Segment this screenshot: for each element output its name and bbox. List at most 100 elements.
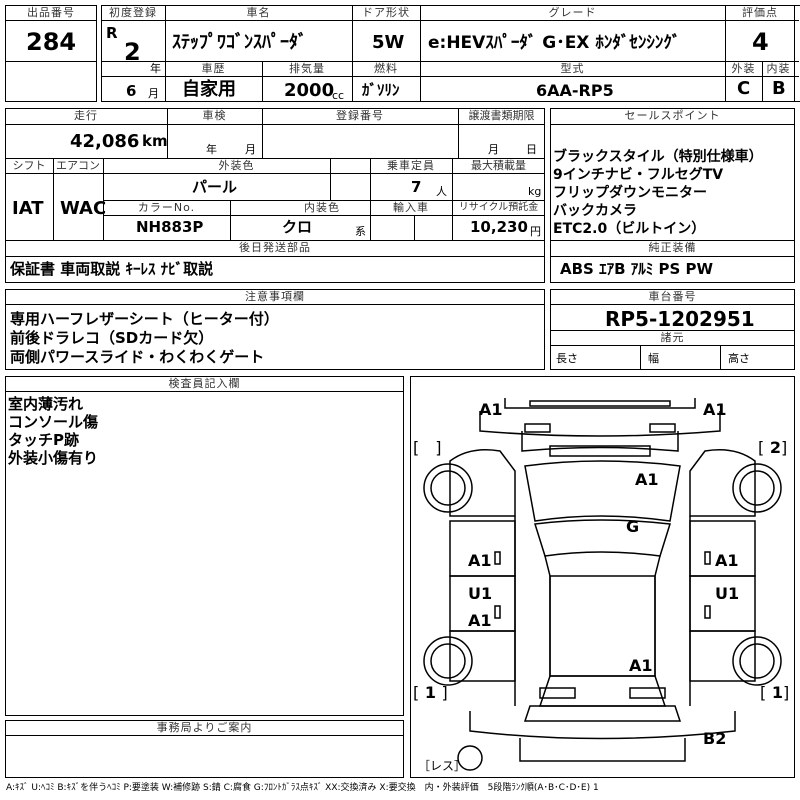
door-label: ドア形状 — [362, 6, 410, 19]
later-parts-label: 後日発送部品 — [239, 241, 311, 254]
spare-tire-label: ［レス］ — [418, 759, 467, 773]
exterior-label: 外装 — [731, 62, 756, 75]
damage-left-slide: U1 — [468, 584, 493, 603]
recycle-label: リサイクル預託金 — [458, 202, 539, 213]
displacement: 2000 — [284, 80, 335, 101]
displacement-unit: cc — [332, 89, 345, 102]
sales-item: ETC2.0（ビルトイン） — [553, 221, 706, 237]
bracket-top-left: [] — [413, 438, 442, 457]
equipment: ABS ｴｱB ｱﾙﾐ PS PW — [560, 260, 714, 278]
sales-label: セールスポイント — [624, 109, 721, 122]
reg-no-label: 登録番号 — [336, 109, 384, 122]
mileage: 42,086 — [70, 131, 140, 152]
note-item: 専用ハーフレザーシート（ヒーター付） — [10, 310, 279, 328]
model-label: 型式 — [560, 62, 585, 75]
model: 6AA-RP5 — [536, 81, 614, 100]
inspector-note: 室内薄汚れ — [8, 395, 84, 413]
later-parts: 保証書 車両取説 ｷｰﾚｽ ﾅﾋﾞ取説 — [10, 260, 214, 278]
inspection-year-unit: 年 — [206, 143, 217, 156]
capacity: 7 — [411, 178, 422, 196]
inspector-note: タッチP跡 — [8, 431, 79, 449]
lot-number: 284 — [26, 28, 77, 56]
mileage-label: 走行 — [74, 109, 98, 122]
inspector-note: 外装小傷有り — [8, 449, 99, 467]
mileage-unit: km — [142, 132, 168, 150]
history-label: 車歴 — [201, 62, 226, 75]
damage-windshield: G — [626, 517, 640, 536]
fuel: ｶﾞｿﾘﾝ — [362, 81, 400, 99]
sales-item: バックカメラ — [553, 203, 637, 219]
interior-label: 内装 — [766, 62, 791, 75]
length-label: 長さ — [556, 352, 578, 365]
interior-grade: B — [772, 78, 786, 99]
year-unit: 年 — [150, 62, 161, 75]
air-con: WAC — [60, 198, 107, 219]
chassis-label: 車台番号 — [648, 290, 697, 303]
sales-item: フリップダウンモニター — [553, 185, 707, 201]
inspector-label: 検査員記入欄 — [168, 377, 241, 390]
history: 自家用 — [182, 79, 236, 100]
legend: A:ｷｽﾞ U:ﾍｺﾐ B:ｷｽﾞを伴うﾍｺﾐ P:要塗装 W:補修跡 S:錆 … — [6, 783, 599, 793]
fuel-label: 燃料 — [374, 62, 398, 75]
body-color: パール — [192, 178, 238, 196]
lot-no-label: 出品番号 — [27, 6, 75, 19]
bracket-top-right: [ 2] — [758, 438, 788, 457]
transfer-month: 月 — [488, 143, 499, 156]
note-item: 前後ドラレコ（SDカード欠） — [10, 329, 214, 347]
damage-front-right: A1 — [703, 400, 727, 419]
color-label: 外装色 — [218, 159, 255, 172]
int-color-label: 内装色 — [304, 201, 340, 214]
exterior-grade: C — [737, 78, 751, 99]
equipment-label: 純正装備 — [648, 241, 697, 254]
ac-label: エアコン — [56, 159, 100, 172]
recycle-fee: 10,230 — [470, 218, 528, 236]
score-label: 評価点 — [742, 6, 778, 19]
car-name-label: 車名 — [246, 6, 271, 19]
door-type: 5W — [372, 32, 405, 53]
car-name: ｽﾃｯﾌﾟﾜｺﾞﾝｽﾊﾟｰﾀﾞ — [172, 32, 307, 53]
transfer-day: 日 — [526, 143, 537, 156]
bracket-bottom-right: [ 1] — [760, 683, 790, 702]
shift: IAT — [12, 198, 44, 219]
inspection-label: 車検 — [202, 109, 227, 122]
inspection-month-unit: 月 — [245, 143, 256, 156]
dims-label: 諸元 — [660, 331, 685, 344]
damage-rear-bumper: B2 — [703, 729, 727, 748]
chassis-number: RP5-1202951 — [605, 307, 755, 331]
month-unit: 月 — [148, 87, 159, 100]
first-reg-label: 初度登録 — [109, 6, 157, 19]
grade-label: グレード — [548, 6, 597, 19]
shift-label: シフト — [12, 159, 46, 172]
damage-left-rear: A1 — [468, 611, 492, 630]
color-no: NH883P — [136, 218, 204, 236]
interior-color: クロ — [282, 218, 313, 236]
load-unit: kg — [528, 185, 542, 198]
damage-rear-roof: A1 — [629, 656, 653, 675]
inspector-note: コンソール傷 — [8, 413, 99, 431]
notes-label: 注意事項欄 — [245, 290, 305, 303]
load-label: 最大積載量 — [471, 159, 526, 172]
sales-item: 9インチナビ・フルセグTV — [553, 167, 724, 183]
damage-bonnet: A1 — [635, 470, 659, 489]
office-label: 事務局よりご案内 — [156, 721, 253, 734]
height-label: 高さ — [728, 352, 750, 365]
damage-front-left: A1 — [479, 400, 503, 419]
color-no-label: カラーNo. — [137, 201, 196, 214]
bracket-bottom-left: [ 1 ] — [413, 683, 448, 702]
sales-item: ブラックスタイル（特別仕様車） — [553, 149, 763, 165]
reg-year: 2 — [124, 38, 141, 66]
car-outline — [423, 398, 782, 771]
capacity-unit: 人 — [436, 185, 447, 198]
reg-month: 6 — [126, 82, 137, 100]
interior-color-suffix: 系 — [355, 225, 366, 238]
displacement-label: 排気量 — [289, 62, 325, 75]
note-item: 両側パワースライド・わくわくゲート — [10, 348, 265, 366]
capacity-label: 乗車定員 — [387, 159, 435, 172]
width-label: 幅 — [648, 352, 659, 365]
score: 4 — [752, 28, 769, 56]
recycle-unit: 円 — [530, 225, 541, 238]
era: R — [106, 24, 118, 42]
import-label: 輸入車 — [393, 201, 429, 214]
damage-right-front-door: A1 — [715, 551, 739, 570]
damage-left-front-door: A1 — [468, 551, 492, 570]
